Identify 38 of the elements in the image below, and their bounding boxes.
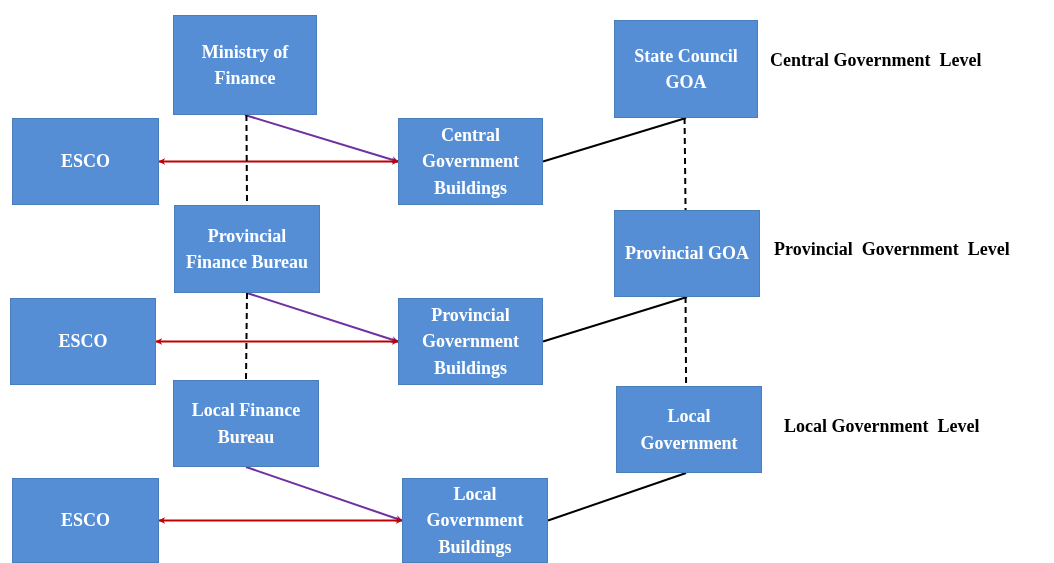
process-box — [616, 386, 762, 473]
dashed-line — [245, 292, 248, 381]
process-box — [173, 380, 319, 467]
process-box — [614, 20, 758, 118]
arrow — [158, 517, 403, 524]
node-label: Local Government Buildings — [425, 483, 525, 559]
arrow — [158, 158, 399, 165]
connector-line — [547, 472, 688, 522]
process-box — [174, 205, 320, 293]
node-label: Central Government Buildings — [421, 124, 520, 200]
process-box — [398, 118, 543, 205]
node-label: ESCO — [58, 330, 108, 354]
node-label: Provincial Government Buildings — [421, 304, 520, 380]
level-label: Central Government Level — [770, 50, 982, 71]
node-label: ESCO — [61, 509, 110, 533]
arrow — [245, 466, 403, 522]
level-label: Provincial Government Level — [774, 239, 1010, 260]
node-label: State Council GOA — [633, 44, 739, 94]
arrow — [155, 338, 399, 345]
process-box — [614, 210, 760, 297]
arrow — [246, 292, 399, 343]
process-box — [398, 298, 543, 385]
connector-line — [542, 296, 688, 343]
process-box — [12, 118, 159, 205]
process-box — [173, 15, 317, 115]
node-label: Ministry of Finance — [200, 40, 290, 90]
arrow — [244, 114, 399, 163]
node-label: Provincial GOA — [624, 242, 750, 266]
process-box — [402, 478, 548, 563]
node-label: Local Finance Bureau — [190, 399, 302, 449]
node-label: Provincial Finance Bureau — [184, 224, 310, 274]
dashed-line — [683, 117, 687, 211]
node-label: ESCO — [61, 150, 110, 174]
level-label: Local Government Level — [784, 416, 980, 437]
process-box — [10, 298, 156, 385]
node-label: Local Government — [639, 405, 739, 455]
connector-line — [542, 117, 687, 163]
process-box — [12, 478, 159, 563]
